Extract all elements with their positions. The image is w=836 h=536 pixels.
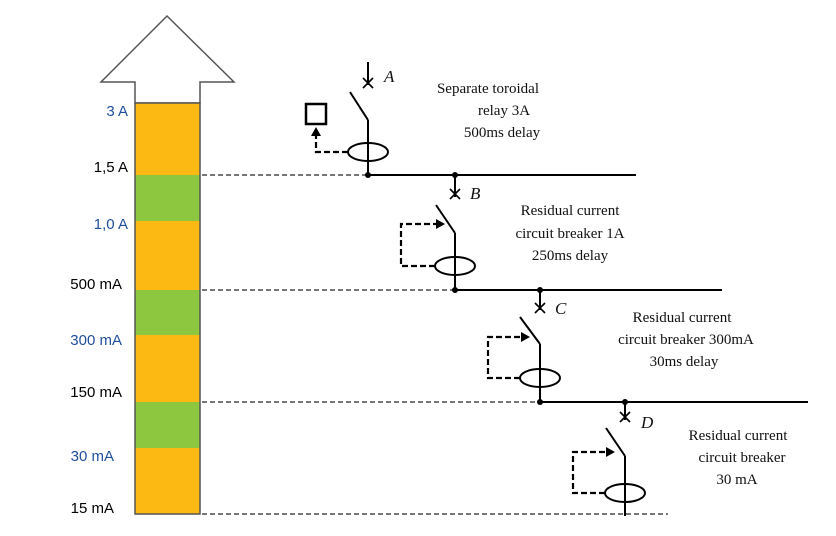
scale-band-orange <box>135 448 200 514</box>
scale-bar-outline <box>134 102 201 515</box>
scale-label-30ma: 30 mA <box>71 448 114 465</box>
device-b: B Residual current circuit breaker 1A 25… <box>399 175 625 290</box>
scale-band-green <box>135 175 200 221</box>
cross-mark-icon <box>362 77 374 89</box>
control-link-b <box>399 222 436 268</box>
arrow-right-icon <box>436 219 445 229</box>
scale-label-15ma: 15 mA <box>71 500 114 517</box>
device-letter-c: C <box>555 299 567 318</box>
scale-band-orange <box>135 335 200 402</box>
device-a: A Separate toroidal relay 3A 500ms delay <box>304 62 541 175</box>
device-d-desc-line-3: 30 mA <box>716 472 757 488</box>
device-a-desc-line-3: 500ms delay <box>464 125 541 141</box>
switch-blade-a <box>349 91 369 121</box>
relay-box-icon <box>304 102 328 126</box>
device-d-desc-line-2: circuit breaker <box>698 450 785 466</box>
device-c-desc-line-3: 30ms delay <box>650 354 719 370</box>
control-link-c <box>486 335 521 380</box>
scale-band-orange <box>135 221 200 290</box>
device-c-desc-line-1: Residual current <box>633 310 733 326</box>
device-a-desc-line-2: relay 3A <box>478 103 530 119</box>
control-link-a <box>314 134 348 154</box>
scale-label-3a: 3 A <box>106 103 128 120</box>
current-scale-bar <box>134 102 201 515</box>
scale-band-orange <box>135 103 200 175</box>
scale-label-150ma: 150 mA <box>70 384 122 401</box>
scale-band-green <box>135 402 200 448</box>
up-arrow-icon <box>99 14 236 104</box>
switch-blade-d <box>605 427 626 457</box>
scale-label-1-5a: 1,5 A <box>94 159 128 176</box>
control-link-d <box>571 450 606 495</box>
device-letter-a: A <box>383 67 395 86</box>
cross-mark-icon <box>619 411 631 423</box>
device-b-desc-line-2: circuit breaker 1A <box>515 226 624 242</box>
device-c-desc-line-2: circuit breaker 300mA <box>618 332 754 348</box>
scale-label-1-0a: 1,0 A <box>94 216 128 233</box>
switch-blade-b <box>435 204 456 234</box>
switch-blade-c <box>519 316 541 345</box>
scale-labels: 3 A 1,5 A 1,0 A 500 mA 300 mA 150 mA 30 … <box>70 103 128 517</box>
junction-dot <box>537 399 543 405</box>
device-d: D Residual current circuit breaker 30 mA <box>571 402 789 516</box>
device-a-desc-line-1: Separate toroidal <box>437 81 539 97</box>
scale-label-300ma: 300 mA <box>70 332 122 349</box>
arrow-right-icon <box>521 332 530 342</box>
device-c: C Residual current circuit breaker 300mA… <box>486 290 754 402</box>
cross-mark-icon <box>449 188 461 200</box>
arrow-up-icon <box>311 127 321 136</box>
scale-label-500ma: 500 mA <box>70 276 122 293</box>
junction-dot <box>365 172 371 178</box>
device-b-desc-line-1: Residual current <box>521 203 621 219</box>
device-letter-b: B <box>470 184 481 203</box>
junction-dot <box>452 287 458 293</box>
arrow-right-icon <box>606 447 615 457</box>
device-letter-d: D <box>640 413 654 432</box>
device-d-desc-line-1: Residual current <box>689 428 789 444</box>
cross-mark-icon <box>534 302 546 314</box>
device-b-desc-line-3: 250ms delay <box>532 248 609 264</box>
scale-band-green <box>135 290 200 335</box>
